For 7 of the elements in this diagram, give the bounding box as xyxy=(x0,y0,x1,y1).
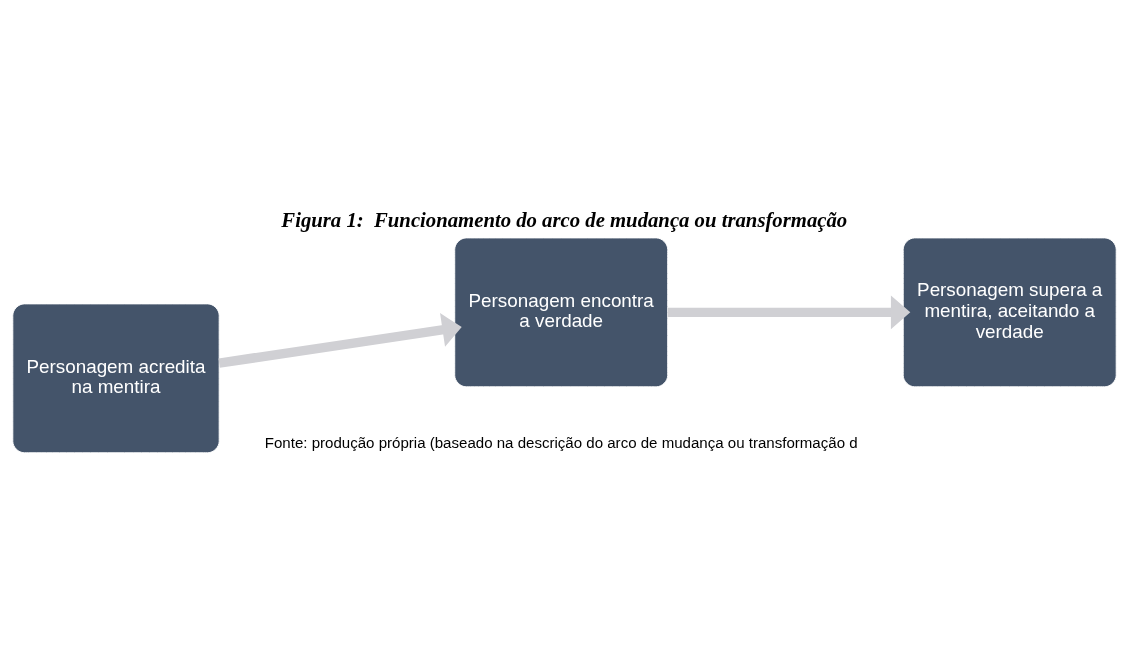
node-box: Personagem encontra a verdade xyxy=(454,236,669,387)
caption: Fonte: produção própria (baseado na descrição do arco de mudança ou transformação d xyxy=(264,433,858,451)
arrow xyxy=(218,312,462,368)
node-box: Personagem acredita na mentira xyxy=(12,302,220,453)
diagram-title: Figura 1: Funcionamento do arco de mudança ou transformação xyxy=(281,208,848,231)
arrow xyxy=(667,294,911,329)
node-box: Personagem supera a mentira, aceitando a verdade xyxy=(902,236,1117,387)
